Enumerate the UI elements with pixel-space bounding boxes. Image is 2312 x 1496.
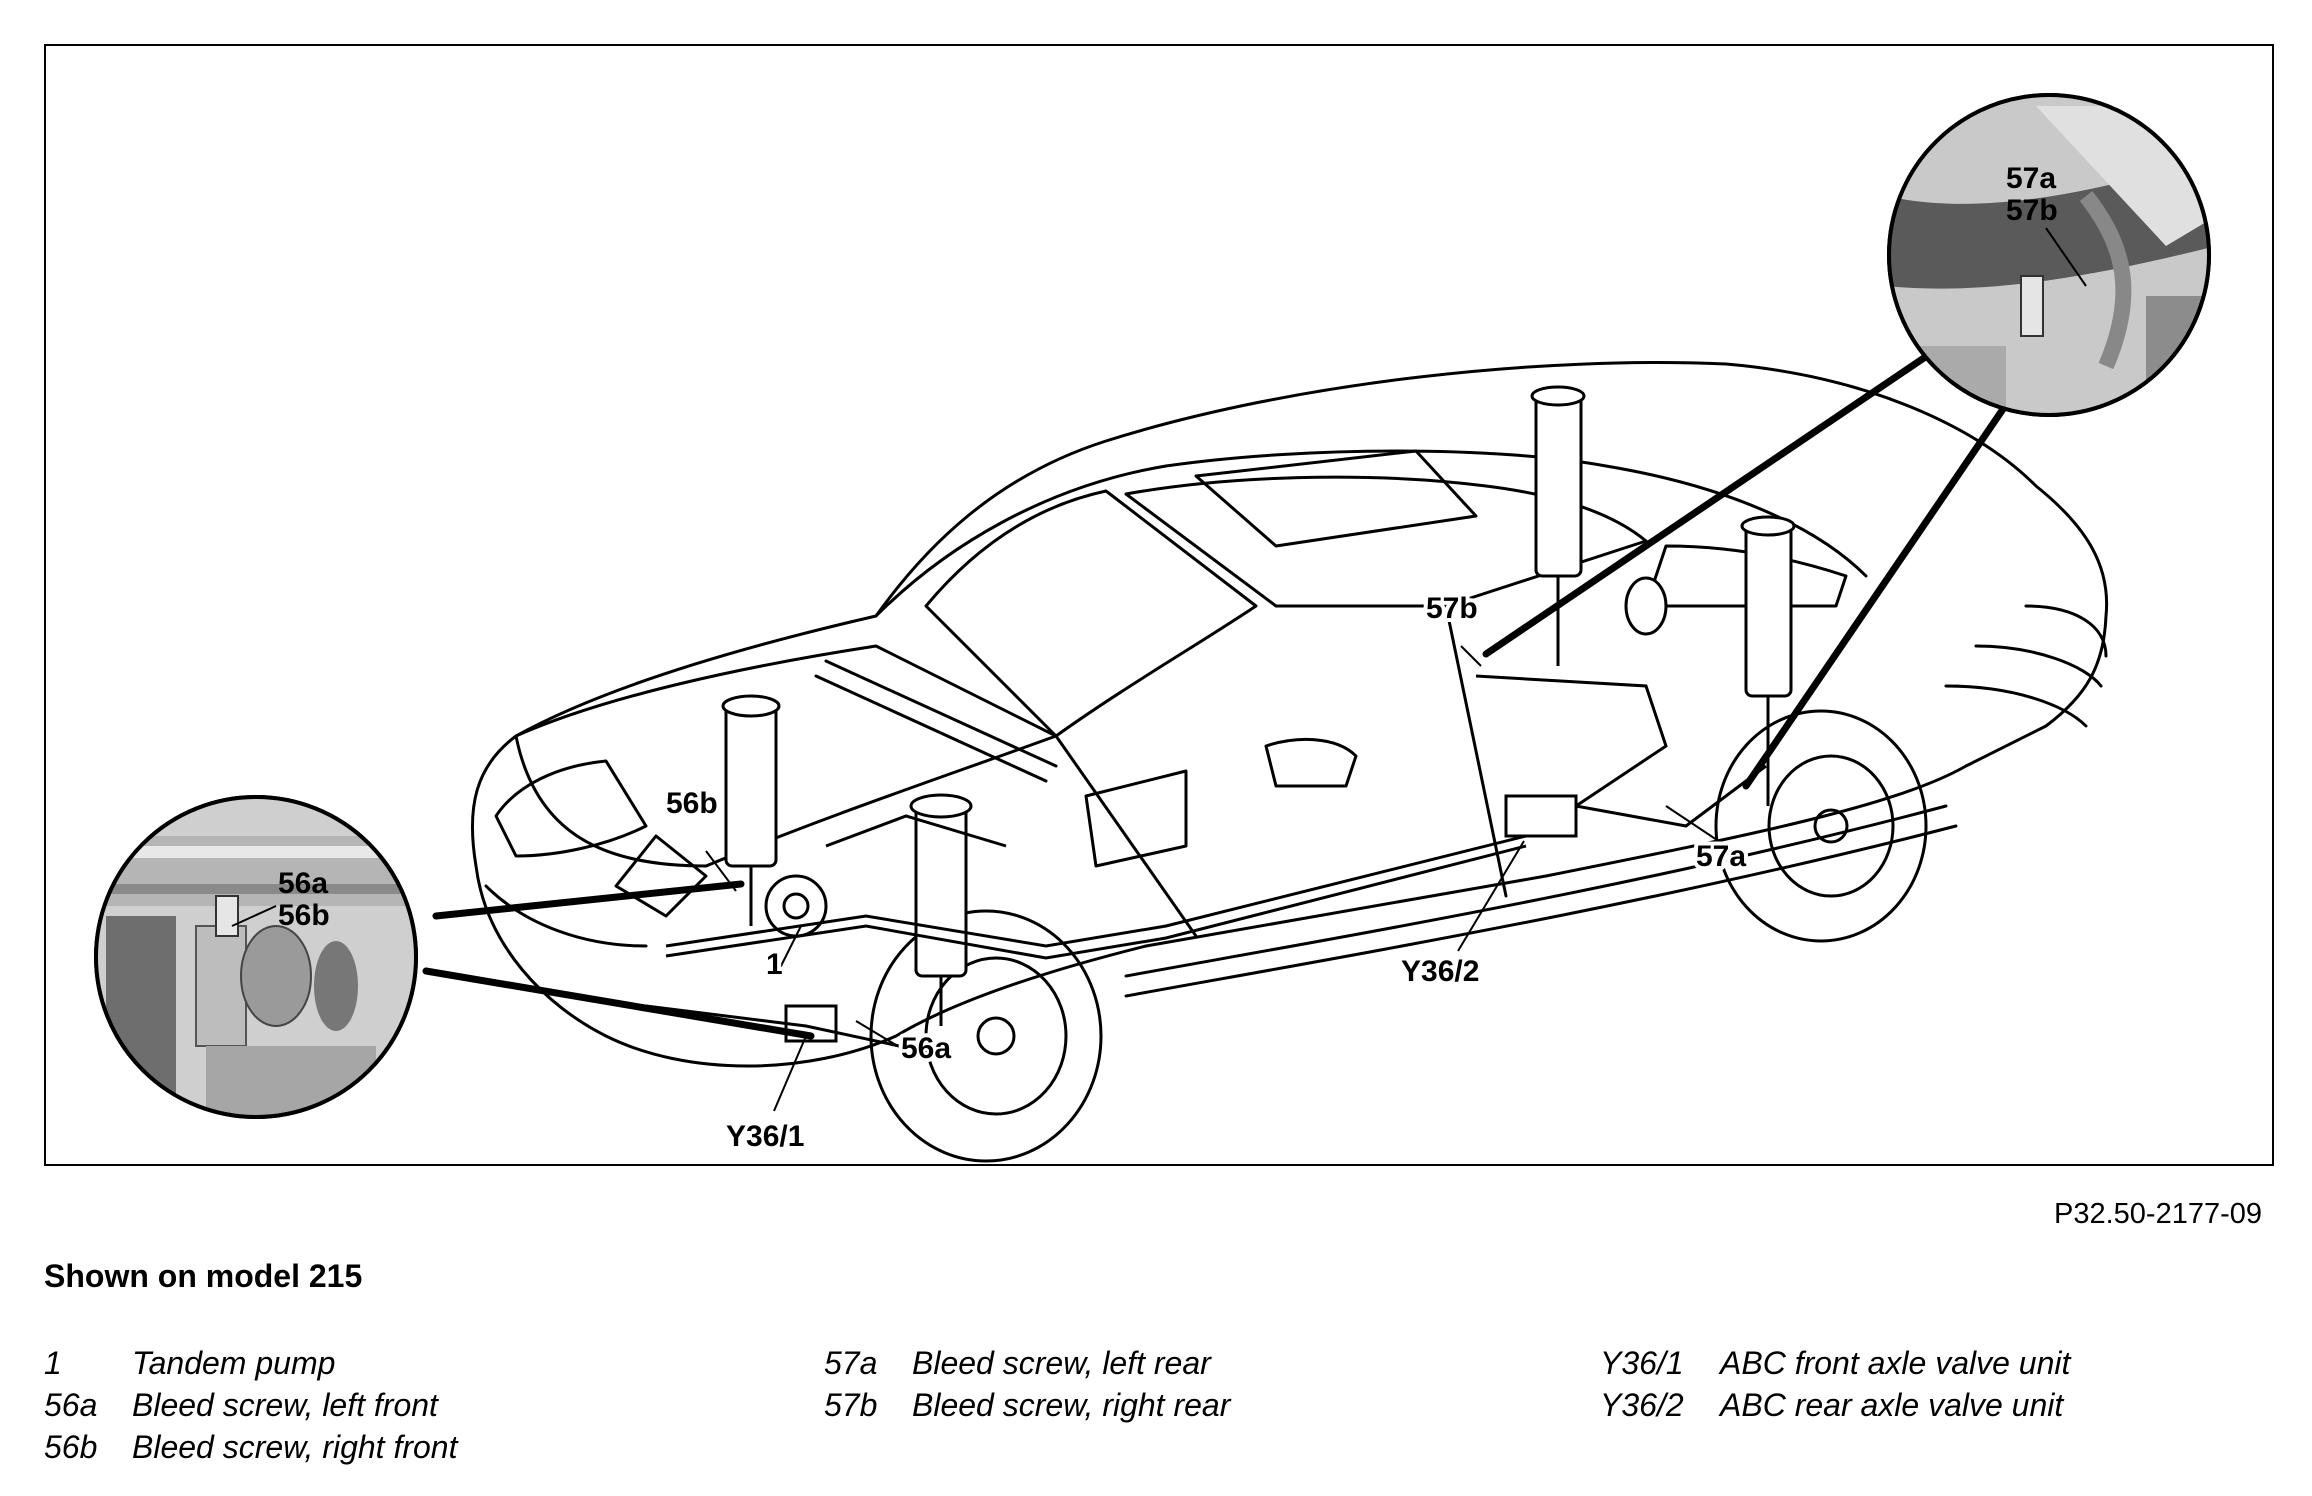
car-body: [470, 361, 2109, 1068]
detail-leader-lines: [422, 312, 2035, 1040]
callout-56b: 56b: [666, 787, 718, 820]
figure-caption: Shown on model 215: [44, 1258, 363, 1294]
legend-code: 57b: [824, 1387, 878, 1423]
car-suspension-diagram: 56b 1 56a Y36/1 57b 57a Y36/2: [94, 93, 2211, 1163]
legend-code: Y36/2: [1600, 1387, 1684, 1423]
rear-wheel: [1714, 709, 1928, 943]
figure-frame: 56b 1 56a Y36/1 57b 57a Y36/2: [44, 44, 2274, 1166]
suspension-components: [645, 385, 1796, 1058]
legend-text: ABC rear axle valve unit: [1720, 1387, 2064, 1423]
legend-code: Y36/1: [1600, 1345, 1684, 1381]
legend-item: 56b Bleed screw, right front: [44, 1426, 457, 1468]
detail-callout-57a: 57a: [2006, 162, 2056, 195]
detail-callout-56b: 56b: [278, 899, 330, 932]
legend-code: 56b: [44, 1429, 98, 1465]
callout-57a: 57a: [1696, 840, 1746, 873]
callout-56a: 56a: [901, 1032, 951, 1065]
callout-y36-2: Y36/2: [1401, 955, 1479, 988]
callout-pointers: [705, 645, 1727, 1112]
legend-item: 56a Bleed screw, left front: [44, 1384, 457, 1426]
legend-code: 56a: [44, 1387, 98, 1423]
legend-item: 57b Bleed screw, right rear: [824, 1384, 1230, 1426]
legend-column-2: 57a Bleed screw, left rear 57b Bleed screw…: [824, 1342, 1230, 1426]
rear-detail-inset: 57a 57b: [1887, 93, 2211, 417]
callout-y36-1: Y36/1: [726, 1120, 804, 1153]
legend-text: Bleed screw, right rear: [912, 1387, 1231, 1423]
front-wheel: [869, 909, 1103, 1163]
legend-item: 1 Tandem pump: [44, 1342, 457, 1384]
legend-item: Y36/1 ABC front axle valve unit: [1600, 1342, 2070, 1384]
callout-1: 1: [766, 948, 783, 981]
detail-callout-57b: 57b: [2006, 194, 2058, 227]
legend-item: 57a Bleed screw, left rear: [824, 1342, 1230, 1384]
legend-text: ABC front axle valve unit: [1720, 1345, 2071, 1381]
legend-item: Y36/2 ABC rear axle valve unit: [1600, 1384, 2070, 1426]
legend-code: 57a: [824, 1345, 878, 1381]
legend-text: Bleed screw, left front: [132, 1387, 438, 1423]
legend-text: Bleed screw, right front: [132, 1429, 458, 1465]
legend-text: Bleed screw, left rear: [912, 1345, 1211, 1381]
front-detail-inset: 56a 56b: [94, 795, 418, 1119]
detail-callout-56a: 56a: [278, 867, 328, 900]
callout-57b: 57b: [1426, 592, 1478, 625]
figure-code: P32.50-2177-09: [2054, 1198, 2262, 1230]
legend-column-3: Y36/1 ABC front axle valve unit Y36/2 ABC …: [1600, 1342, 2070, 1426]
callout-labels: 56b 1 56a Y36/1 57b 57a Y36/2: [662, 588, 1750, 1157]
legend-code: 1: [44, 1345, 62, 1381]
legend-text: Tandem pump: [132, 1345, 336, 1381]
